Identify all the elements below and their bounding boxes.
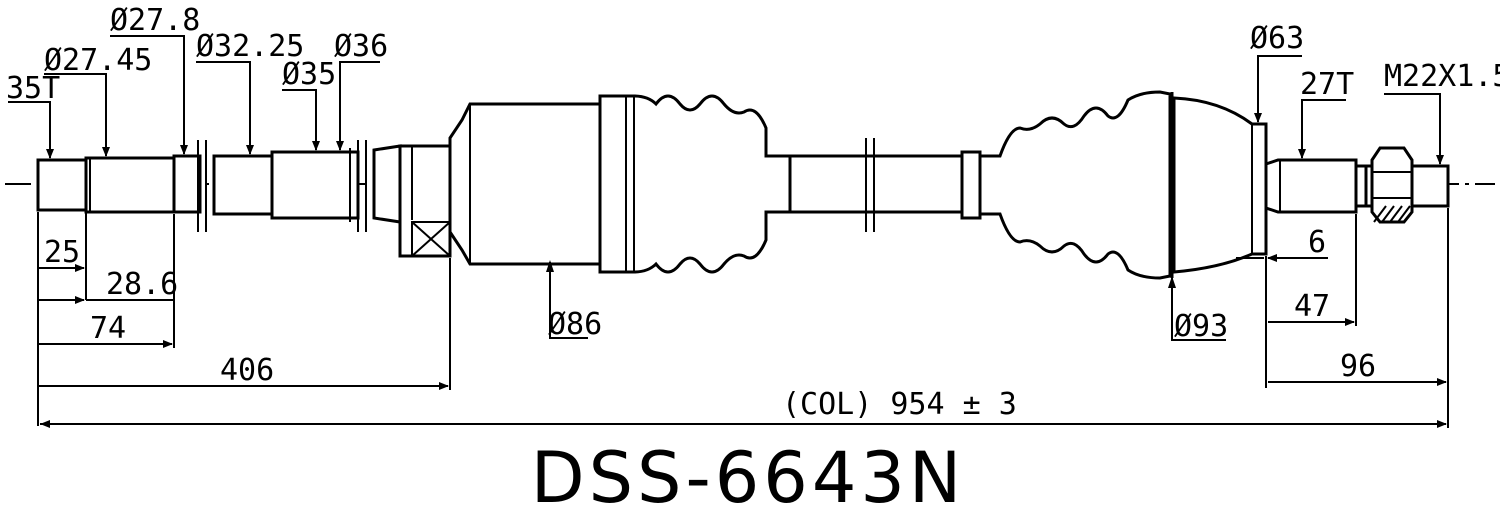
outer-cv-boot bbox=[960, 90, 1174, 280]
dim-len-25: 25 bbox=[37, 212, 87, 426]
label-len-25: 25 bbox=[44, 235, 80, 270]
label-len-47: 47 bbox=[1294, 289, 1330, 324]
dim-len-6: 6 bbox=[1236, 225, 1328, 388]
callout-dia-86: Ø86 bbox=[546, 260, 602, 342]
callout-dia-27-45: Ø27.45 bbox=[44, 43, 152, 157]
dim-overall-length: (COL) 954 ± 3 bbox=[40, 387, 1447, 428]
label-len-6: 6 bbox=[1308, 225, 1326, 260]
callout-dia-35: Ø35 bbox=[282, 57, 336, 151]
label-dia-27-45: Ø27.45 bbox=[44, 43, 152, 78]
intermediate-bar bbox=[788, 138, 964, 232]
label-len-96: 96 bbox=[1340, 349, 1376, 384]
callout-dia-63: Ø63 bbox=[1250, 21, 1304, 123]
label-overall-length: (COL) 954 ± 3 bbox=[782, 387, 1017, 422]
label-dia-63: Ø63 bbox=[1250, 21, 1304, 56]
label-dia-93: Ø93 bbox=[1174, 309, 1228, 344]
label-len-28-6: 28.6 bbox=[106, 267, 178, 302]
dim-len-406: 406 bbox=[38, 258, 451, 390]
part-number: DSS-6643N bbox=[531, 437, 966, 512]
dim-len-28-6: 28.6 bbox=[38, 267, 178, 304]
inner-cv-joint-housing bbox=[448, 102, 602, 266]
label-spline-left: 35T bbox=[6, 71, 60, 106]
label-dia-32-25: Ø32.25 bbox=[196, 29, 304, 64]
label-dia-36: Ø36 bbox=[334, 29, 388, 64]
callout-dia-32-25: Ø32.25 bbox=[196, 29, 304, 155]
label-dia-35: Ø35 bbox=[282, 57, 336, 92]
label-len-406: 406 bbox=[220, 353, 274, 388]
outer-cv-joint-bell bbox=[1172, 96, 1268, 274]
callout-dia-36: Ø36 bbox=[334, 29, 388, 151]
inner-cv-boot bbox=[598, 94, 792, 274]
dim-len-47: 47 bbox=[1268, 214, 1357, 326]
callout-spline-left: 35T bbox=[6, 71, 60, 159]
inner-spline-shaft bbox=[36, 140, 452, 258]
label-dia-86: Ø86 bbox=[548, 307, 602, 342]
callout-dia-27-8: Ø27.8 bbox=[110, 3, 200, 155]
callout-dia-93: Ø93 bbox=[1168, 276, 1228, 344]
dim-len-74: 74 bbox=[38, 214, 175, 348]
outer-stub-shaft bbox=[1264, 146, 1450, 224]
label-spline-right: 27T bbox=[1300, 67, 1354, 102]
label-dia-27-8: Ø27.8 bbox=[110, 3, 200, 38]
dim-len-96: 96 bbox=[1268, 208, 1449, 428]
label-thread: M22X1.5 bbox=[1384, 59, 1500, 94]
callout-spline-right: 27T bbox=[1298, 67, 1354, 159]
callout-thread: M22X1.5 bbox=[1384, 59, 1500, 165]
label-len-74: 74 bbox=[90, 311, 126, 346]
